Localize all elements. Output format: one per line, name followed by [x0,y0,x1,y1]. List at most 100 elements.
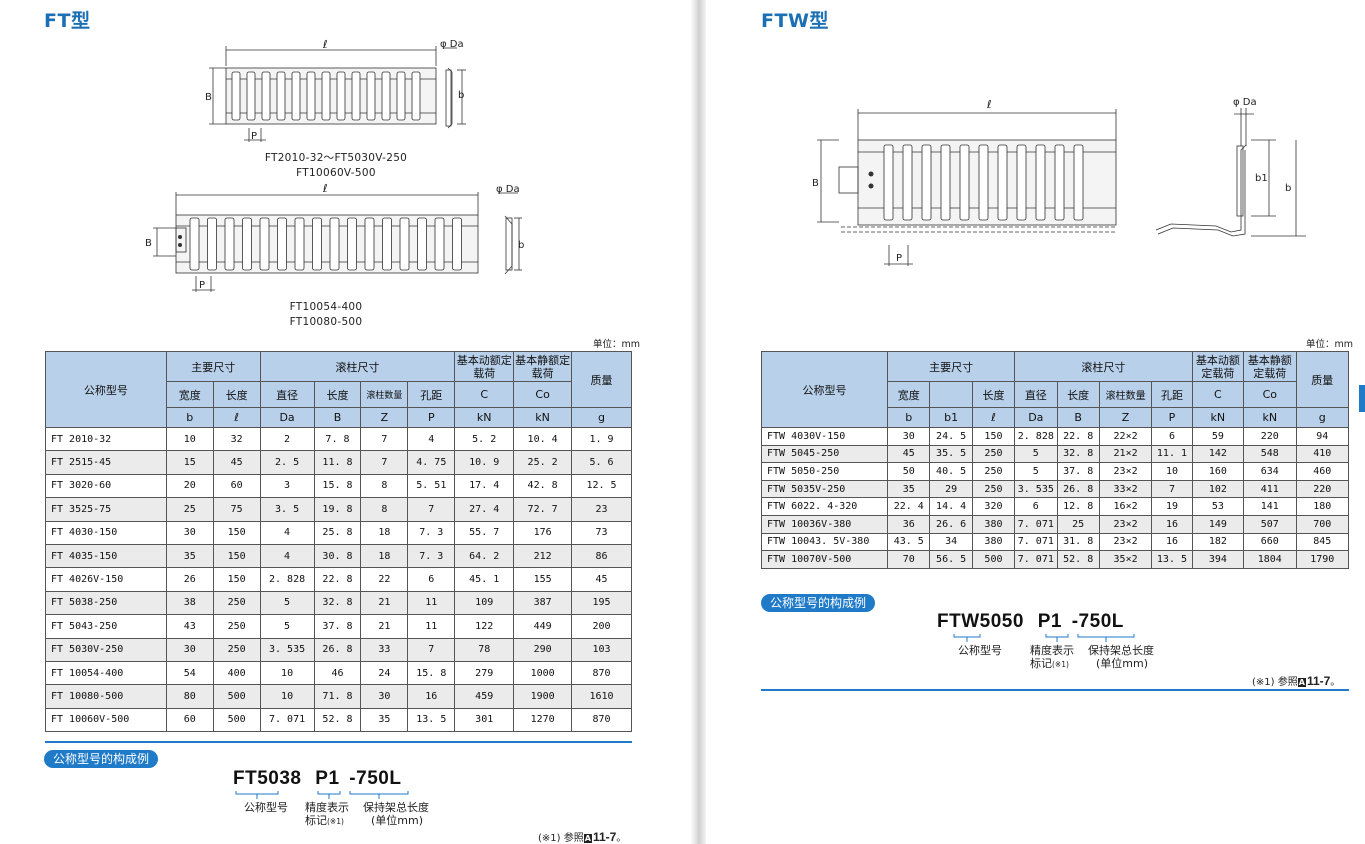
ftw-cell-value: 13. 5 [1151,550,1193,569]
ft-cell-model: FT 3525-75 [45,497,167,522]
ft-h-model: 公称型号 [45,351,167,428]
ftw-cell-value: 22. 8 [1056,427,1100,446]
ftw-cell-value: 29 [929,479,973,499]
ft-cell-value: 75 [212,497,261,522]
ftw-cell-value: 149 [1191,514,1245,534]
ft-cell-value: 3. 535 [259,637,315,662]
roller-slot [434,217,445,271]
ft-h-sym-z: Z [360,407,409,428]
ft-cell-value: 7 [360,450,409,475]
roller-slot [1073,144,1084,221]
ftw-cell-value: 35 [887,479,931,499]
ft-lbl-precision: 精度表示 标记(※1) [305,801,349,828]
ft-cell-value: 33 [360,637,409,662]
ftw-spec-table: 公称型号 主要尺寸 滚柱尺寸 基本动额定载荷 基本静额定载荷 质量 宽度 长度 … [760,351,1349,569]
roller-slot [399,217,410,271]
ft-cell-value: 176 [513,520,573,545]
ft-cell-value: 387 [513,590,573,616]
roller-slot [224,217,235,271]
ft-caption-1-line-1: FT2010-32〜FT5030V-250 [264,152,408,164]
ft-cell-value: 21 [360,614,409,639]
ft-cell-value: 2. 828 [259,567,315,592]
ft-cell-value: 52. 8 [313,707,362,733]
ftw-h-diameter: 直径 [1014,381,1058,408]
left-page: FT型 ℓ φ Da B b P FT2010-32〜FT5030V-250 F… [44,10,641,844]
ft-dim-l-label-2: ℓ [322,182,328,195]
ftw-lbl-length: 保持架总长度 (单位mm) [1088,644,1154,670]
ftw-cell-value: 33×2 [1098,479,1153,499]
ft-cell-model: FT 2515-45 [45,450,167,475]
ftw-cell-value: 3. 535 [1014,479,1058,499]
ft-cell-value: 27. 4 [454,497,515,522]
roller-slot [259,217,270,271]
ftw-cell-value: 22. 4 [887,497,931,516]
ftw-lbl-length-2: (单位mm) [1096,657,1149,670]
ftw-dim-l-label: ℓ [986,98,992,111]
ft-cell-value: 500 [212,707,261,733]
ftw-cell-value: 7. 071 [1014,532,1058,552]
ft-section-title: FT型 [44,10,91,32]
ft-cell-value: 30 [165,637,214,662]
roller-slot [291,71,301,121]
ft-cell-model: FT 4035-150 [45,543,167,569]
ftw-cell-value: 35. 5 [929,444,973,464]
ft-h-unit-kn-2: kN [513,407,573,428]
ft-cell-value: 18 [360,543,409,569]
ftw-h-sym-l: ℓ [971,407,1016,428]
ftw-h-sym-b: b [887,407,931,428]
ft-cell-value: 25 [165,497,214,522]
roller-slot [189,217,200,271]
ftw-code-model: FTW5050 [937,611,1024,632]
ft-dim-P-label-2: P [199,280,205,291]
ft-h-sym-l: ℓ [212,407,261,428]
ft-cell-value: 21 [360,590,409,616]
ft-cell-value: 7 [407,497,456,522]
ft-ref-num: 11-7 [592,830,617,844]
ftw-h-sym-co: Co [1243,381,1297,408]
ft-h-sym-da: Da [259,407,315,428]
roller-slot [381,71,391,121]
ft-cell-value: 30 [360,684,409,709]
ft-cell-model: FT 10060V-500 [45,707,167,733]
ftw-cell-value: 16 [1151,514,1193,534]
roller-slot [336,71,346,121]
ftw-cell-value: 22×2 [1098,427,1153,446]
ftw-cell-value: 411 [1243,479,1297,499]
ftw-dim-da-label: φ Da [1233,97,1257,108]
ftw-cell-value: 660 [1243,532,1297,552]
ft-cell-value: 7. 3 [407,520,456,545]
ft-drawing-small: ℓ φ Da B b P [205,38,466,142]
ftw-h-unit-kn-2: kN [1243,407,1297,428]
ftw-cell-value: 30 [887,427,931,446]
ftw-cell-value: 507 [1243,514,1297,534]
ft-cell-value: 15. 8 [313,473,362,499]
ft-cell-value: 86 [571,543,632,569]
ftw-drawing: ℓ φ Da B b1 b P [812,97,1306,266]
ft-cell-model: FT 5038-250 [45,590,167,616]
roller-slot [452,217,462,271]
ft-code-len: -750L [349,768,402,789]
roller-slot [347,217,357,271]
ftw-cell-value: 634 [1243,462,1297,481]
ftw-cell-value: 220 [1243,427,1297,446]
ftw-h-sym-z: Z [1098,407,1153,428]
roller-slot [1035,144,1046,221]
ft-h-sym-c: C [454,381,515,408]
page-gutter [690,0,706,844]
ftw-cell-value: 94 [1295,427,1349,446]
ft-cell-model: FT 10054-400 [45,660,167,686]
ftw-h-width: 宽度 [887,381,931,408]
ft-unit: 单位：mm [593,339,641,350]
ftw-cell-value: 25 [1056,514,1100,534]
ftw-cell-value: 380 [971,532,1016,552]
